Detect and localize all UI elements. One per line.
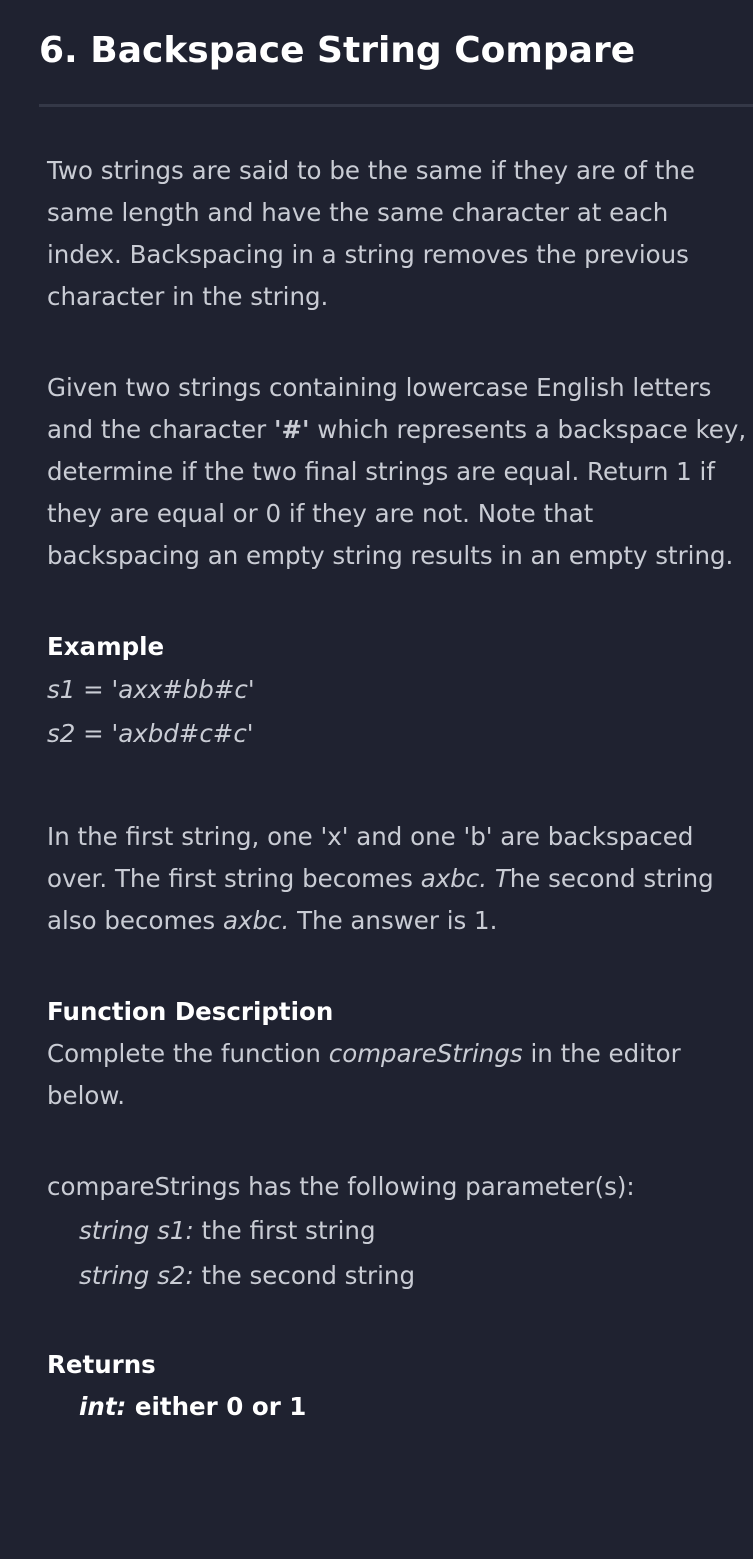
fd-text-before: Complete the function xyxy=(47,1039,329,1068)
explanation-part2: he second string also becomes xyxy=(47,864,714,935)
explanation-result1: axbc. xyxy=(420,864,488,893)
example-s2: s2 = 'axbd#c#c' xyxy=(47,719,254,748)
parameters-section: compareStrings has the following paramet… xyxy=(47,1166,753,1298)
function-description-heading: Function Description xyxy=(47,997,334,1026)
explanation-part1: In the first string, one 'x' and one 'b'… xyxy=(47,822,694,893)
task-text-part1: Given two strings containing lowercase E… xyxy=(47,373,712,444)
returns-heading: Returns xyxy=(47,1350,156,1379)
example-heading: Example xyxy=(47,632,165,661)
problem-description: Two strings are said to be the same if t… xyxy=(47,150,753,1428)
returns-type: int: xyxy=(79,1392,127,1421)
intro-paragraph: Two strings are said to be the same if t… xyxy=(47,156,695,311)
explanation-result2: axbc. xyxy=(222,906,290,935)
explanation-paragraph: In the first string, one 'x' and one 'b'… xyxy=(47,816,753,942)
function-name: compareStrings xyxy=(328,1039,523,1068)
function-description-section: Function Description Complete the functi… xyxy=(47,991,753,1117)
fd-text-after: in the editor below. xyxy=(47,1039,681,1110)
returns-value: int: either 0 or 1 xyxy=(79,1386,753,1428)
returns-desc: either 0 or 1 xyxy=(126,1392,307,1421)
parameter-s2: string s2: the second string xyxy=(79,1253,753,1298)
problem-title: 6. Backspace String Compare xyxy=(39,30,636,71)
hash-character: '#' xyxy=(273,415,310,444)
task-text-part2: which represents a backspace key, determ… xyxy=(47,415,747,570)
parameter-s2-desc: the second string xyxy=(193,1261,416,1290)
example-s1: s1 = 'axx#bb#c' xyxy=(47,675,255,704)
parameter-s2-type: string s2: xyxy=(79,1261,194,1290)
example-section: Example s1 = 'axx#bb#c' s2 = 'axbd#c#c' xyxy=(47,626,753,756)
parameter-s1: string s1: the first string xyxy=(79,1208,753,1253)
task-paragraph: Given two strings containing lowercase E… xyxy=(47,367,753,577)
returns-section: Returns int: either 0 or 1 xyxy=(47,1344,753,1428)
parameters-intro: compareStrings has the following paramet… xyxy=(47,1172,635,1201)
parameter-s1-type: string s1: xyxy=(79,1216,194,1245)
function-description-text: Complete the function compareStrings in … xyxy=(47,1033,753,1117)
explanation-part3: The answer is 1. xyxy=(289,906,498,935)
parameter-s1-desc: the first string xyxy=(193,1216,376,1245)
explanation-italic-t: T xyxy=(494,864,510,893)
title-divider xyxy=(39,104,753,107)
